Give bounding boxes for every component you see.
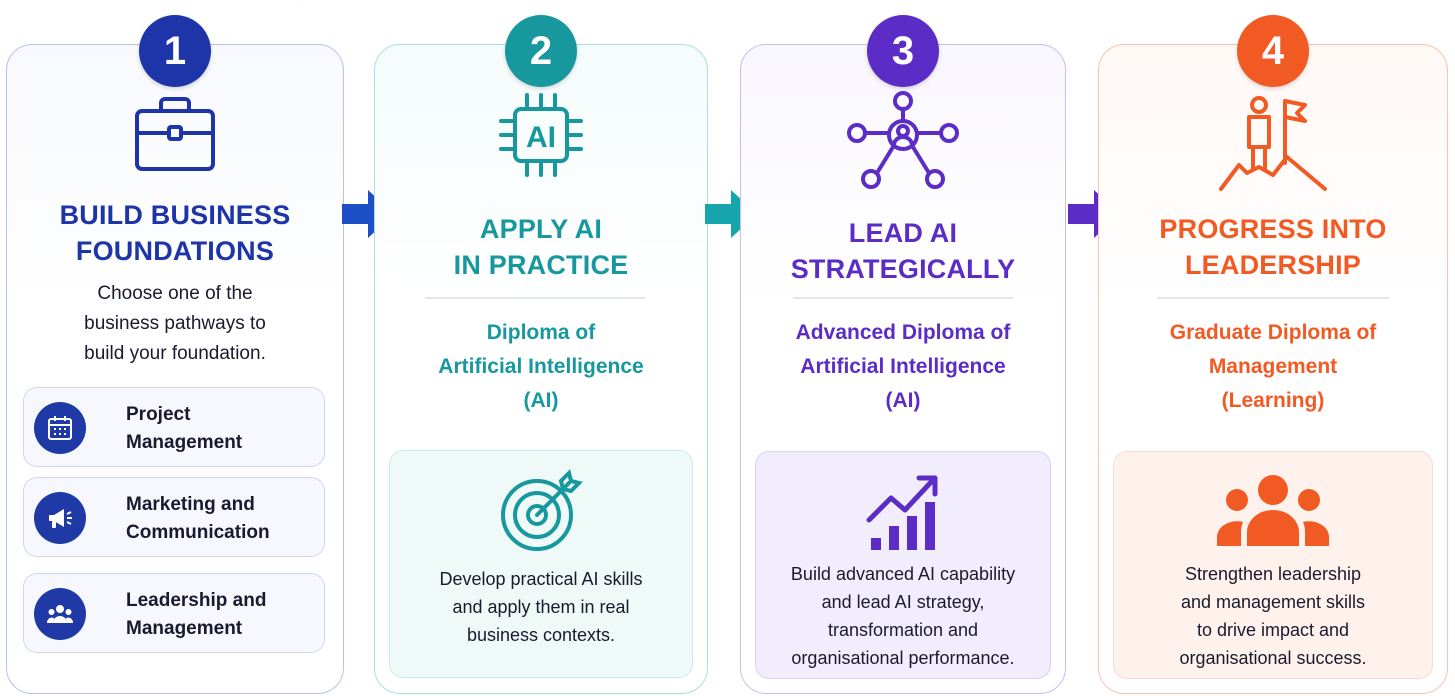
qualification-name: Diploma of Artificial Intelligence (AI)	[438, 321, 644, 412]
outcome-panel: Develop practical AI skills and apply th…	[389, 450, 693, 678]
outcome-text: Build advanced AI capability and lead AI…	[790, 564, 1016, 668]
qualification-name: Graduate Diploma of Management (Learning…	[1169, 321, 1377, 412]
megaphone-icon	[49, 509, 72, 528]
step-number-badge: 4	[1237, 15, 1309, 87]
step-number-badge: 2	[505, 15, 577, 87]
calendar-icon	[48, 416, 72, 440]
step-number-badge: 3	[867, 15, 939, 87]
outcome-panel: Strengthen leadership and management ski…	[1113, 451, 1433, 679]
qualification-name: Advanced Diploma of Artificial Intellige…	[795, 321, 1011, 412]
chip-label: AI	[526, 121, 556, 154]
network-person-icon	[847, 91, 959, 189]
ai-chip-icon: AI	[499, 93, 583, 177]
step-description: Choose one of the business pathways to b…	[84, 283, 266, 364]
outcome-panel: Build advanced AI capability and lead AI…	[755, 451, 1051, 679]
decorative-swoosh	[295, 0, 465, 41]
summit-flag-icon	[1219, 96, 1327, 191]
step-number-badge: 1	[139, 15, 211, 87]
growth-chart-icon	[866, 475, 938, 550]
outcome-text: Strengthen leadership and management ski…	[1179, 564, 1367, 668]
team-icon	[47, 605, 73, 623]
outcome-text: Develop practical AI skills and apply th…	[439, 569, 643, 645]
group-icon	[1217, 475, 1329, 546]
divider	[793, 297, 1013, 299]
target-icon	[501, 469, 583, 551]
divider	[425, 297, 645, 299]
divider	[1157, 297, 1389, 299]
briefcase-icon	[135, 97, 215, 171]
